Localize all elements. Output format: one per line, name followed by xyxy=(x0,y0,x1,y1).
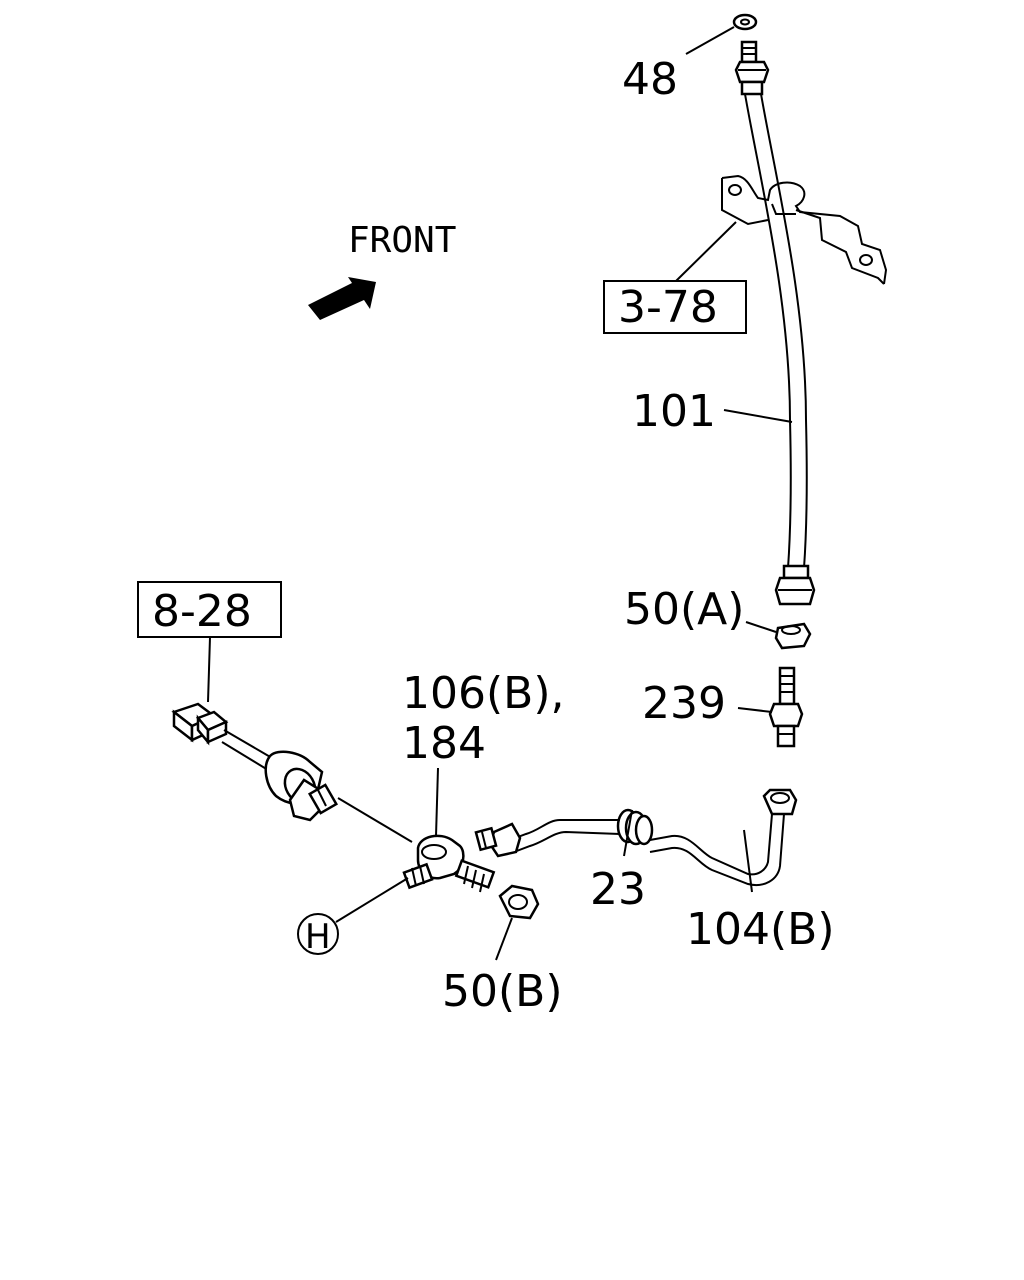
leader-101 xyxy=(723,409,793,423)
front-label: FRONT xyxy=(348,220,456,261)
callout-50a: 50(A) xyxy=(624,584,744,635)
leader-48 xyxy=(685,26,735,55)
hose-101 xyxy=(734,40,816,606)
callout-104b: 104(B) xyxy=(686,904,835,955)
tee-fitting xyxy=(402,834,496,893)
callout-50b: 50(B) xyxy=(442,966,563,1017)
callout-184: 184 xyxy=(402,718,486,769)
callout-101: 101 xyxy=(632,386,716,437)
ref-8-28: 8-28 xyxy=(152,586,252,637)
leader-sensor xyxy=(337,797,413,843)
washer-48 xyxy=(732,13,758,31)
leader-3-78 xyxy=(675,221,737,282)
ref-3-78: 3-78 xyxy=(618,282,718,333)
callout-106b: 106(B), xyxy=(402,668,565,719)
ref-circle-h xyxy=(297,913,339,955)
pipe-104b xyxy=(474,788,798,886)
front-arrow-icon xyxy=(308,277,376,320)
leader-h xyxy=(335,877,409,923)
bracket-3-78 xyxy=(721,174,888,285)
callout-239: 239 xyxy=(642,678,726,729)
leader-106b xyxy=(435,767,439,837)
ref-h: H xyxy=(305,917,331,957)
leader-23 xyxy=(623,809,633,857)
nut-50a xyxy=(774,622,812,650)
leader-50a xyxy=(745,621,777,633)
pressure-sensor xyxy=(171,702,339,822)
leader-50b xyxy=(495,917,513,961)
leader-104b xyxy=(743,829,753,893)
nut-50b xyxy=(498,884,540,920)
leader-239 xyxy=(737,707,773,713)
stud-239 xyxy=(768,666,804,748)
callout-48: 48 xyxy=(622,54,678,105)
leader-8-28 xyxy=(207,636,211,703)
ref-box-3-78 xyxy=(603,280,747,334)
callout-23: 23 xyxy=(590,864,646,915)
